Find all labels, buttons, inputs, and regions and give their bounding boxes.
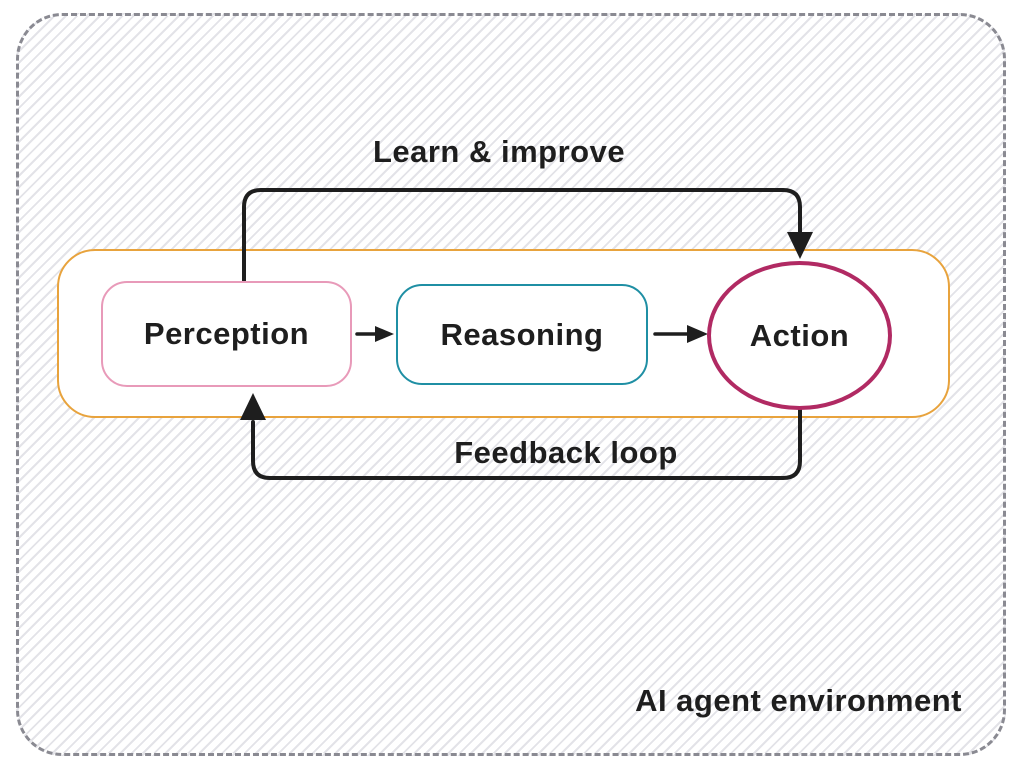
node-reasoning: Reasoning <box>396 284 648 385</box>
node-perception-label: Perception <box>143 316 310 351</box>
node-action: Action <box>707 261 892 410</box>
environment-caption: AI agent environment <box>635 683 962 718</box>
edge-label-feedback-loop: Feedback loop <box>454 435 678 470</box>
node-reasoning-label: Reasoning <box>440 316 604 352</box>
node-perception: Perception <box>101 281 352 387</box>
node-action-label: Action <box>749 317 850 353</box>
edge-label-learn-improve: Learn & improve <box>372 134 626 169</box>
